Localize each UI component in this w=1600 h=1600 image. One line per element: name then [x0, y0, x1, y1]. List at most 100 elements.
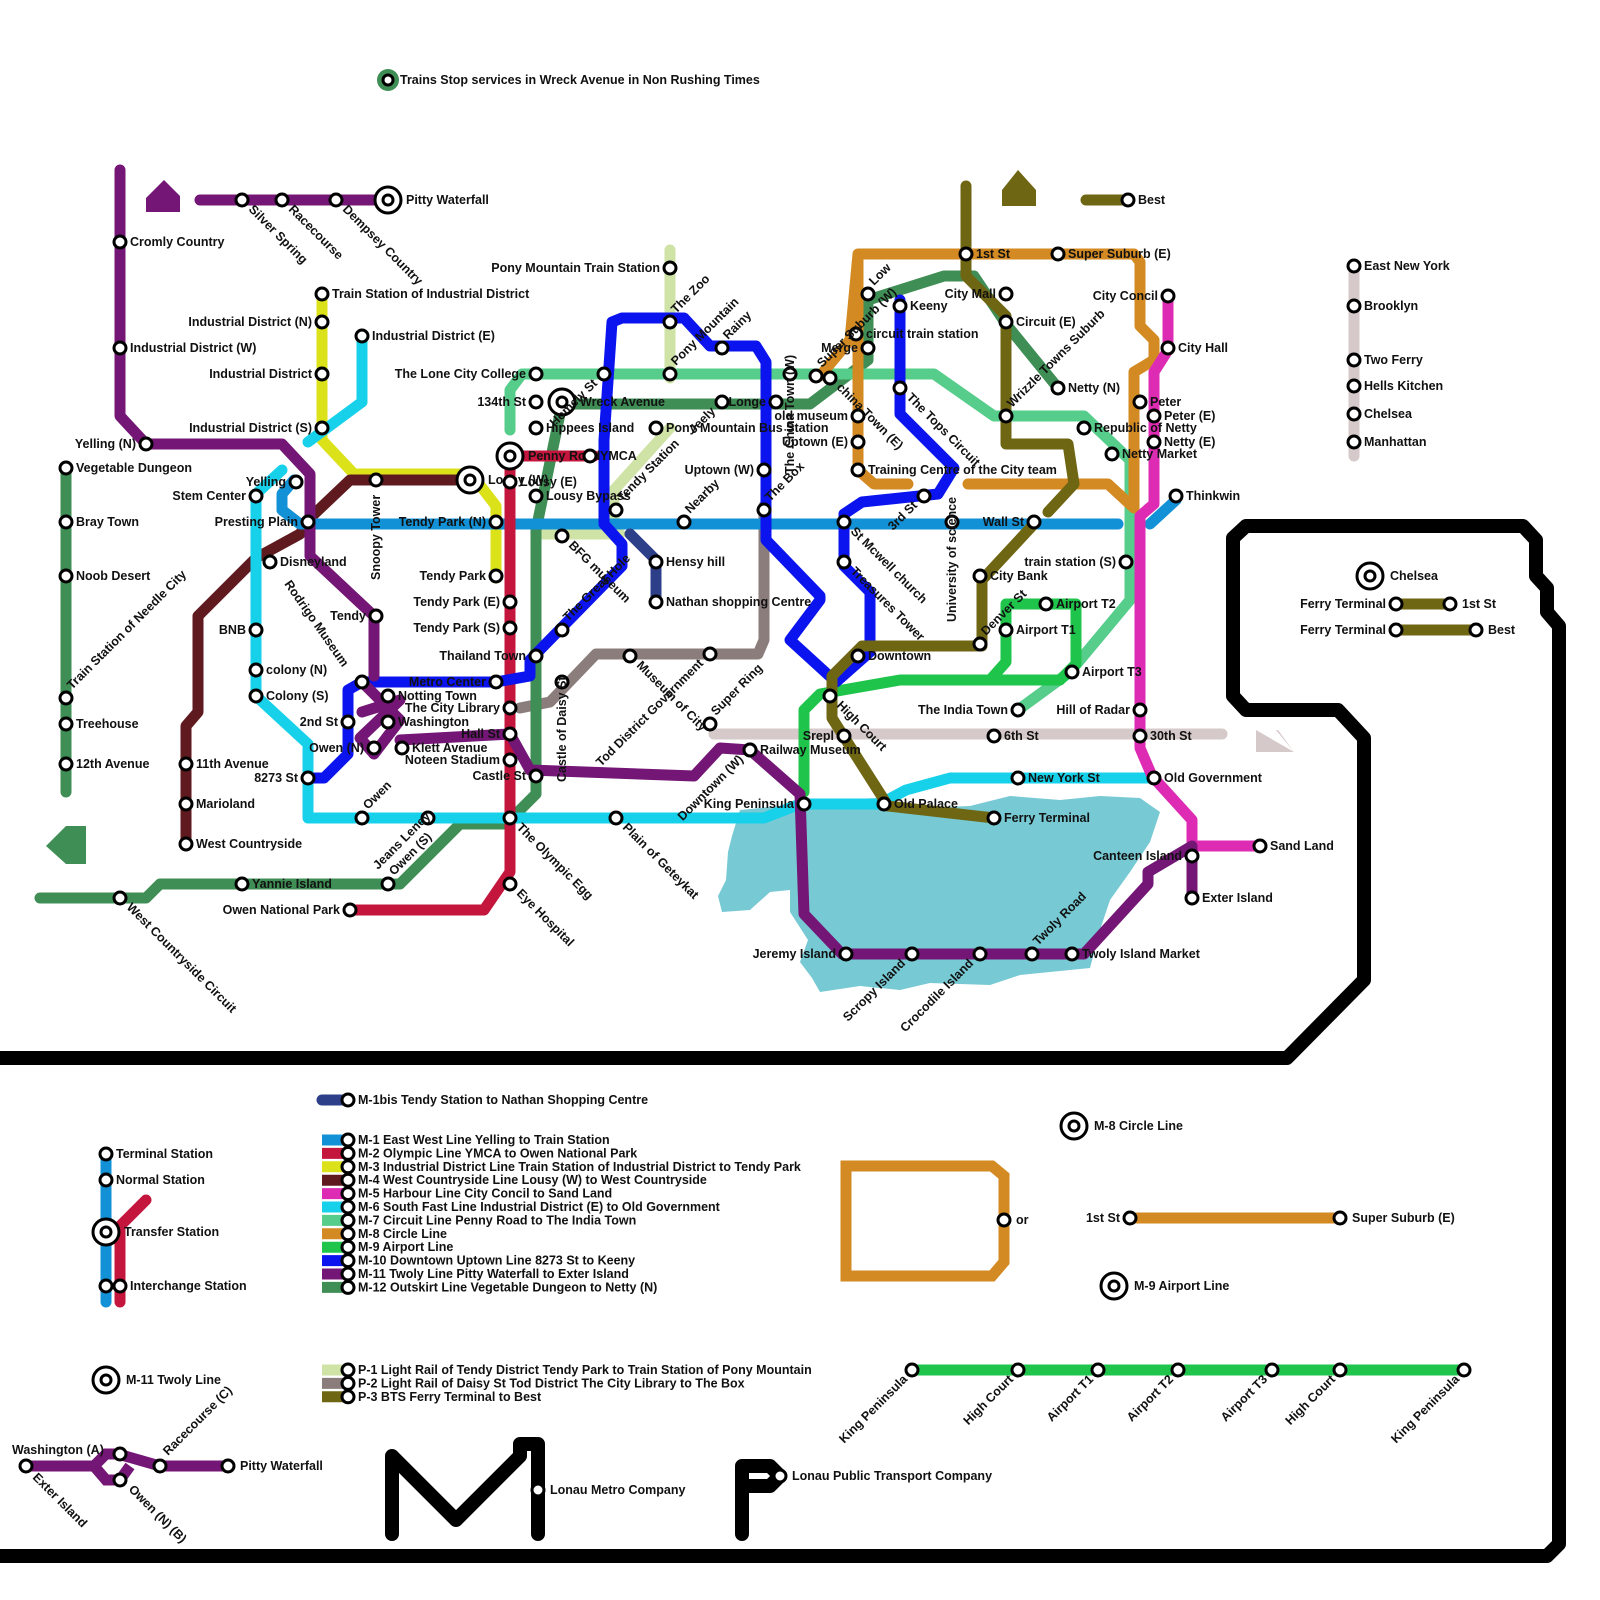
station-treehouse[interactable]: Treehouse — [58, 716, 139, 732]
station-training[interactable]: Training Centre of the City team — [850, 462, 1057, 478]
station-tendy-park[interactable]: Tendy Park — [420, 568, 504, 584]
station-olympic-egg[interactable]: The Olympic Egg — [502, 810, 596, 902]
station-exter[interactable]: Exter Island — [1184, 890, 1273, 906]
station-new-york[interactable]: New York St — [1010, 770, 1101, 786]
station-old-gov[interactable]: Old Government — [1146, 770, 1263, 786]
station-airport-t2[interactable]: Airport T2 — [1038, 596, 1116, 612]
station-thinkwin[interactable]: Thinkwin — [1168, 488, 1240, 504]
station-ferry-terminal[interactable]: Ferry Terminal — [986, 810, 1090, 826]
station-penny[interactable]: Penny Road — [495, 441, 600, 471]
station-owen-np[interactable]: Owen National Park — [223, 902, 358, 918]
station-tendy-park-n[interactable]: Tendy Park (N) — [399, 514, 504, 530]
station-king-pen[interactable]: King Peninsula — [704, 796, 812, 812]
station-uptown-w[interactable]: Uptown (W) — [685, 462, 772, 478]
station-hells[interactable]: Hells Kitchen — [1346, 378, 1443, 394]
station-circuit-e[interactable]: Circuit (E) — [998, 314, 1076, 330]
station-city-hall[interactable]: City Hall — [1160, 340, 1228, 356]
station-twoly-market[interactable]: Twoly Island Market — [1064, 946, 1201, 962]
station-super-e[interactable]: Super Suburb (E) — [1050, 246, 1171, 262]
station-netty-market[interactable]: Netty Market — [1104, 446, 1198, 462]
station-ind-w[interactable]: Industrial District (W) — [112, 340, 256, 356]
station-merge[interactable]: Merge — [821, 340, 876, 356]
station-noob[interactable]: Noob Desert — [58, 568, 151, 584]
station-ind-e[interactable]: Industrial District (E) — [354, 328, 495, 344]
station-uptown-e[interactable]: Uptown (E) — [782, 434, 866, 450]
station-snoopy[interactable]: Snoopy Tower — [368, 472, 384, 580]
station-needle[interactable]: Train Station of Needle City — [58, 567, 189, 706]
station-uni[interactable]: University of science — [944, 497, 960, 622]
station-jeremy[interactable]: Jeremy Island — [753, 946, 854, 962]
station-hensy[interactable]: Hensy hill — [648, 554, 725, 570]
station-eye[interactable]: Eye Hospital — [502, 876, 577, 949]
station-tendy-park-s[interactable]: Tendy Park (S) — [413, 620, 518, 636]
station-city-concil[interactable]: City Concil — [1093, 288, 1176, 304]
station-6th[interactable]: 6th St — [986, 728, 1040, 744]
station-airport-t3[interactable]: Airport T3 — [1064, 664, 1142, 680]
station-veg[interactable]: Vegetable Dungeon — [58, 460, 192, 476]
station-marioland[interactable]: Marioland — [178, 796, 255, 812]
station-lousy-e[interactable]: Lousy (E) — [502, 474, 577, 490]
station-klett[interactable]: Klett Avenue — [394, 740, 488, 756]
station-2nd[interactable]: 2nd St — [300, 714, 356, 730]
station-ind-n[interactable]: Industrial District (N) — [188, 314, 330, 330]
station-lone-city[interactable]: The Lone City College — [395, 366, 544, 382]
station-8273[interactable]: 8273 St — [254, 770, 316, 786]
station-downtown[interactable]: Downtown — [850, 648, 931, 664]
station-lousy-bypass[interactable]: Lousy Bypass — [528, 488, 631, 504]
station-ymca[interactable]: YMCA — [582, 448, 637, 464]
station-hippees[interactable]: Hippees Island — [528, 420, 634, 436]
m9-inset-station[interactable]: King Peninsula — [836, 1362, 920, 1446]
station-west-cs[interactable]: West Countryside — [178, 836, 302, 852]
station-plain-gety[interactable]: Plain of Geteykat — [608, 810, 702, 902]
station-pony-bus[interactable]: Pony Mountain Bus Station — [648, 420, 829, 436]
station-hall[interactable]: Hall St — [461, 726, 518, 742]
station-yelling[interactable]: Yelling — [246, 474, 304, 490]
station-srepl[interactable]: Srepl — [803, 728, 852, 744]
station-thailand[interactable]: Thailand Town — [439, 648, 544, 664]
station-circuit-ts[interactable]: circuit train station — [848, 326, 979, 342]
station-presting[interactable]: Presting Plain — [215, 514, 316, 530]
station-colony-s[interactable]: Colony (S) — [248, 688, 329, 704]
station-keeny[interactable]: Keeny — [892, 298, 948, 314]
station-colony-n[interactable]: colony (N) — [248, 662, 327, 678]
station-1st-st[interactable]: 1st St — [958, 246, 1011, 262]
station-wall[interactable]: Wall St — [983, 514, 1042, 530]
station-train-s[interactable]: train station (S) — [1024, 554, 1134, 570]
station-best[interactable]: Best — [1120, 192, 1166, 208]
station-two-ferry[interactable]: Two Ferry — [1346, 352, 1423, 368]
station-washington[interactable]: Washington — [380, 714, 469, 730]
station-brooklyn[interactable]: Brooklyn — [1346, 298, 1418, 314]
station-11th[interactable]: 11th Avenue — [178, 756, 269, 772]
station-manhattan[interactable]: Manhattan — [1346, 434, 1427, 450]
station-stem[interactable]: Stem Center — [172, 488, 264, 504]
station-castle-st[interactable]: Castle St — [473, 768, 544, 784]
station-old-museum[interactable]: old museum — [774, 408, 866, 424]
m9-inset-station[interactable]: King Peninsula — [1388, 1362, 1472, 1446]
station-bray[interactable]: Bray Town — [58, 514, 139, 530]
station-sand[interactable]: Sand Land — [1252, 838, 1334, 854]
station-ind[interactable]: Industrial District — [209, 366, 330, 382]
station-noteen[interactable]: Noteen Stadium — [405, 752, 518, 768]
station-30th[interactable]: 30th St — [1132, 728, 1193, 744]
station-bnb[interactable]: BNB — [219, 622, 264, 638]
station-canteen[interactable]: Canteen Island — [1093, 848, 1200, 864]
station-chelsea[interactable]: Chelsea — [1346, 406, 1413, 422]
station-pitty-waterfall[interactable]: Pitty Waterfall — [373, 185, 489, 215]
station-12th[interactable]: 12th Avenue — [58, 756, 149, 772]
station-super-ring[interactable]: Super Ring — [702, 661, 765, 732]
station-disneyland[interactable]: Disneyland — [262, 554, 347, 570]
station-airport-t1[interactable]: Airport T1 — [998, 622, 1076, 638]
station-cromly[interactable]: Cromly Country — [112, 234, 225, 250]
station-134th[interactable]: 134th St — [477, 394, 544, 410]
station-west-cs-circuit[interactable]: West Countryside Circuit — [112, 890, 240, 1016]
station-peter-e[interactable]: Peter (E) — [1146, 408, 1215, 424]
station-yelling-n[interactable]: Yelling (N) — [75, 436, 154, 452]
station-tsid[interactable]: Train Station of Industrial District — [314, 286, 530, 302]
station-notting[interactable]: Notting Town — [380, 688, 477, 704]
station-city-mall[interactable]: City Mall — [945, 286, 1014, 302]
station-metro-center[interactable]: Metro Center — [409, 674, 504, 690]
station-longe[interactable]: Longe — [729, 394, 784, 410]
station-netty-n[interactable]: Netty (N) — [1050, 380, 1120, 396]
station-east-ny[interactable]: East New York — [1346, 258, 1450, 274]
station-india[interactable]: The India Town — [918, 702, 1026, 718]
